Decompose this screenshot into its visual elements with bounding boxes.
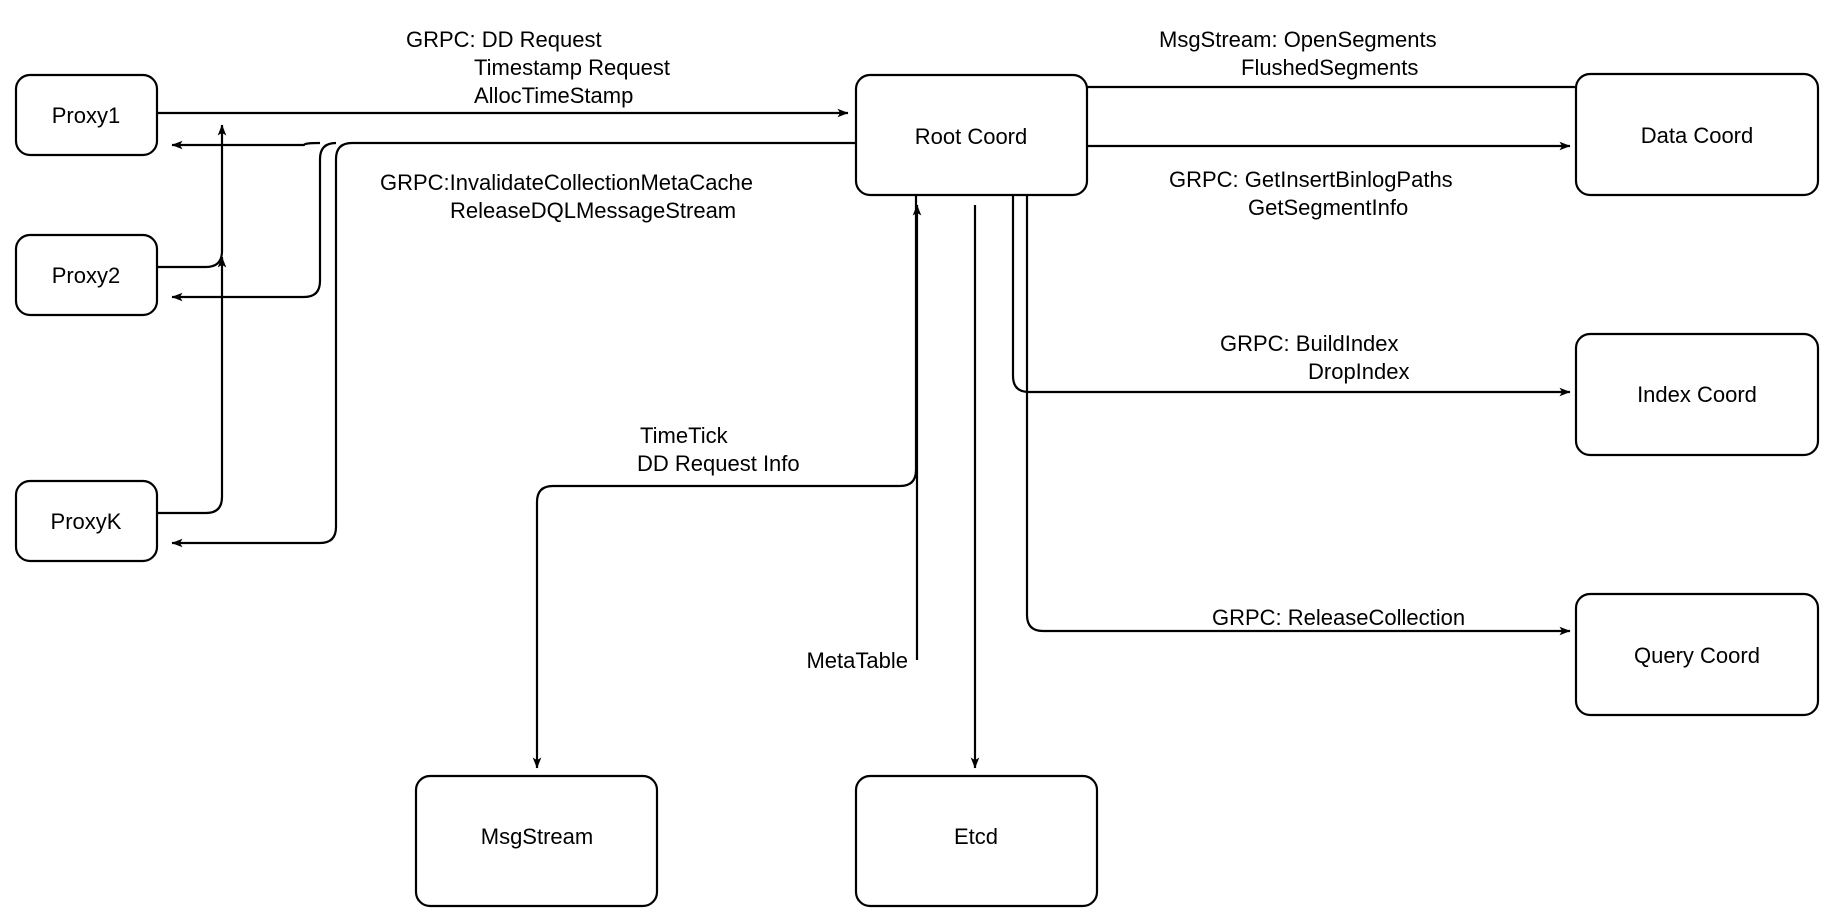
node-data-coord[interactable]: Data Coord [1574, 72, 1820, 197]
label-root-to-msgstream-line1: TimeTick [640, 423, 729, 448]
node-proxy2[interactable]: Proxy2 [14, 233, 159, 317]
edge-root-coord-to-msgstream [532, 193, 918, 769]
label-root-etcd-line1: MetaTable [806, 648, 908, 673]
node-root-coord-label: Root Coord [915, 124, 1028, 149]
node-etcd[interactable]: Etcd [854, 774, 1099, 908]
node-proxy1[interactable]: Proxy1 [14, 73, 159, 157]
node-index-coord-shape[interactable] [1574, 332, 1820, 457]
node-proxy1-label: Proxy1 [52, 103, 120, 128]
label-data-coord-to-root-coord: MsgStream: OpenSegments FlushedSegments [1159, 27, 1437, 80]
label-root-to-proxy-line2: ReleaseDQLMessageStream [450, 198, 736, 223]
node-proxy2-label: Proxy2 [52, 263, 120, 288]
edge-root-coord-to-query-coord [1025, 193, 1571, 636]
label-root-coord-to-msgstream: TimeTick DD Request Info [637, 423, 800, 476]
label-root-coord-to-proxies: GRPC:InvalidateCollectionMetaCache Relea… [380, 170, 753, 223]
edge-root-to-proxy1-line [171, 140, 321, 150]
node-msgstream[interactable]: MsgStream [414, 774, 659, 908]
edge-root-coord-etcd [912, 204, 980, 769]
node-query-coord[interactable]: Query Coord [1574, 592, 1820, 717]
label-data-to-root-line2: FlushedSegments [1241, 55, 1418, 80]
edge-root-to-proxyk-line [171, 141, 855, 548]
node-root-coord-shape[interactable] [854, 73, 1089, 197]
node-etcd-label: Etcd [954, 824, 998, 849]
edge-root-coord-to-index-coord [1011, 193, 1571, 397]
node-etcd-shape[interactable] [854, 774, 1099, 908]
edge-root-coord-to-proxies [171, 140, 855, 548]
label-root-coord-to-query-coord: GRPC: ReleaseCollection [1212, 605, 1465, 630]
node-msgstream-label: MsgStream [481, 824, 593, 849]
node-data-coord-label: Data Coord [1641, 123, 1754, 148]
node-proxyk-label: ProxyK [51, 509, 122, 534]
label-root-to-data-line2: GetSegmentInfo [1248, 195, 1408, 220]
label-root-to-index-line1: GRPC: BuildIndex [1220, 331, 1399, 356]
label-root-to-index-line2: DropIndex [1308, 359, 1410, 384]
label-root-to-msgstream-line2: DD Request Info [637, 451, 800, 476]
label-proxy-to-root-line1: GRPC: DD Request [406, 27, 602, 52]
label-root-to-data-line1: GRPC: GetInsertBinlogPaths [1169, 167, 1453, 192]
node-proxy1-shape[interactable] [14, 73, 159, 157]
edge-root-to-query-line [1025, 193, 1571, 636]
edge-proxy2-uplink-line [156, 124, 227, 269]
node-proxyk[interactable]: ProxyK [14, 479, 159, 563]
node-query-coord-shape[interactable] [1574, 592, 1820, 717]
node-data-coord-shape[interactable] [1574, 72, 1820, 197]
label-data-to-root-line1: MsgStream: OpenSegments [1159, 27, 1437, 52]
edge-root-to-proxy2-line [171, 141, 337, 302]
edge-root-to-msgstream-line [532, 193, 918, 769]
label-proxy-to-root-coord: GRPC: DD Request Timestamp Request Alloc… [406, 27, 670, 108]
label-proxy-to-root-line3: AllocTimeStamp [474, 83, 633, 108]
edge-root-to-index-line [1011, 193, 1571, 397]
node-proxy2-shape[interactable] [14, 233, 159, 317]
edge-proxies-uplink [156, 124, 227, 515]
label-root-coord-etcd: MetaTable [806, 648, 908, 673]
label-root-coord-to-data-coord: GRPC: GetInsertBinlogPaths GetSegmentInf… [1169, 167, 1453, 220]
node-query-coord-label: Query Coord [1634, 643, 1760, 668]
label-proxy-to-root-line2: Timestamp Request [474, 55, 670, 80]
node-root-coord[interactable]: Root Coord [854, 73, 1089, 197]
node-index-coord[interactable]: Index Coord [1574, 332, 1820, 457]
label-root-to-query-line1: GRPC: ReleaseCollection [1212, 605, 1465, 630]
edge-proxyk-uplink-line [156, 256, 227, 515]
label-root-to-proxy-line1: GRPC:InvalidateCollectionMetaCache [380, 170, 753, 195]
label-root-coord-to-index-coord: GRPC: BuildIndex DropIndex [1220, 331, 1410, 384]
node-proxyk-shape[interactable] [14, 479, 159, 563]
node-msgstream-shape[interactable] [414, 774, 659, 908]
node-index-coord-label: Index Coord [1637, 382, 1757, 407]
